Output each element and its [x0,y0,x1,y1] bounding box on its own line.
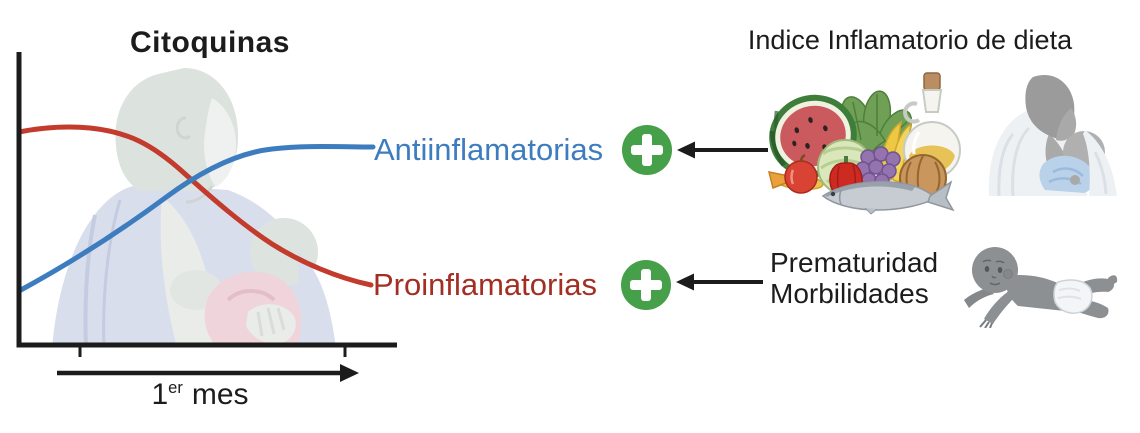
risk-line-morbidities: Morbilidades [770,278,929,309]
healthy-foods-illustration [767,72,961,215]
risk-line-prematurity: Prematuridad [770,247,939,278]
breastfeeding-mother-grayscale-illustration [988,75,1117,196]
breastfeeding-mother-background-illustration [52,68,336,347]
chart-axes [16,52,397,348]
time-arrow-icon [57,364,359,382]
crawling-baby-grayscale-illustration [964,247,1118,328]
proinflammatory-label: Proinflamatorias [373,267,597,302]
arrow-left-icon [677,141,768,159]
antiinflammatory-label: Antiinflamatorias [374,132,604,167]
cytokine-chart [16,52,397,382]
x-axis-unit: mes [191,378,249,411]
proinflammatory-curve [16,124,374,288]
x-axis-ordinal: er [168,379,183,397]
arrow-left-icon [676,273,763,291]
plus-icon [621,260,671,310]
chart-title: Citoquinas [130,26,290,59]
x-axis-number: 1 [151,378,169,411]
risk-factors-text: Prematuridad Morbilidades [770,247,938,309]
diet-index-title: Indice Inflamatorio de dieta [747,25,1073,55]
antiinflammatory-curve [16,144,376,294]
plus-icon [622,125,672,175]
